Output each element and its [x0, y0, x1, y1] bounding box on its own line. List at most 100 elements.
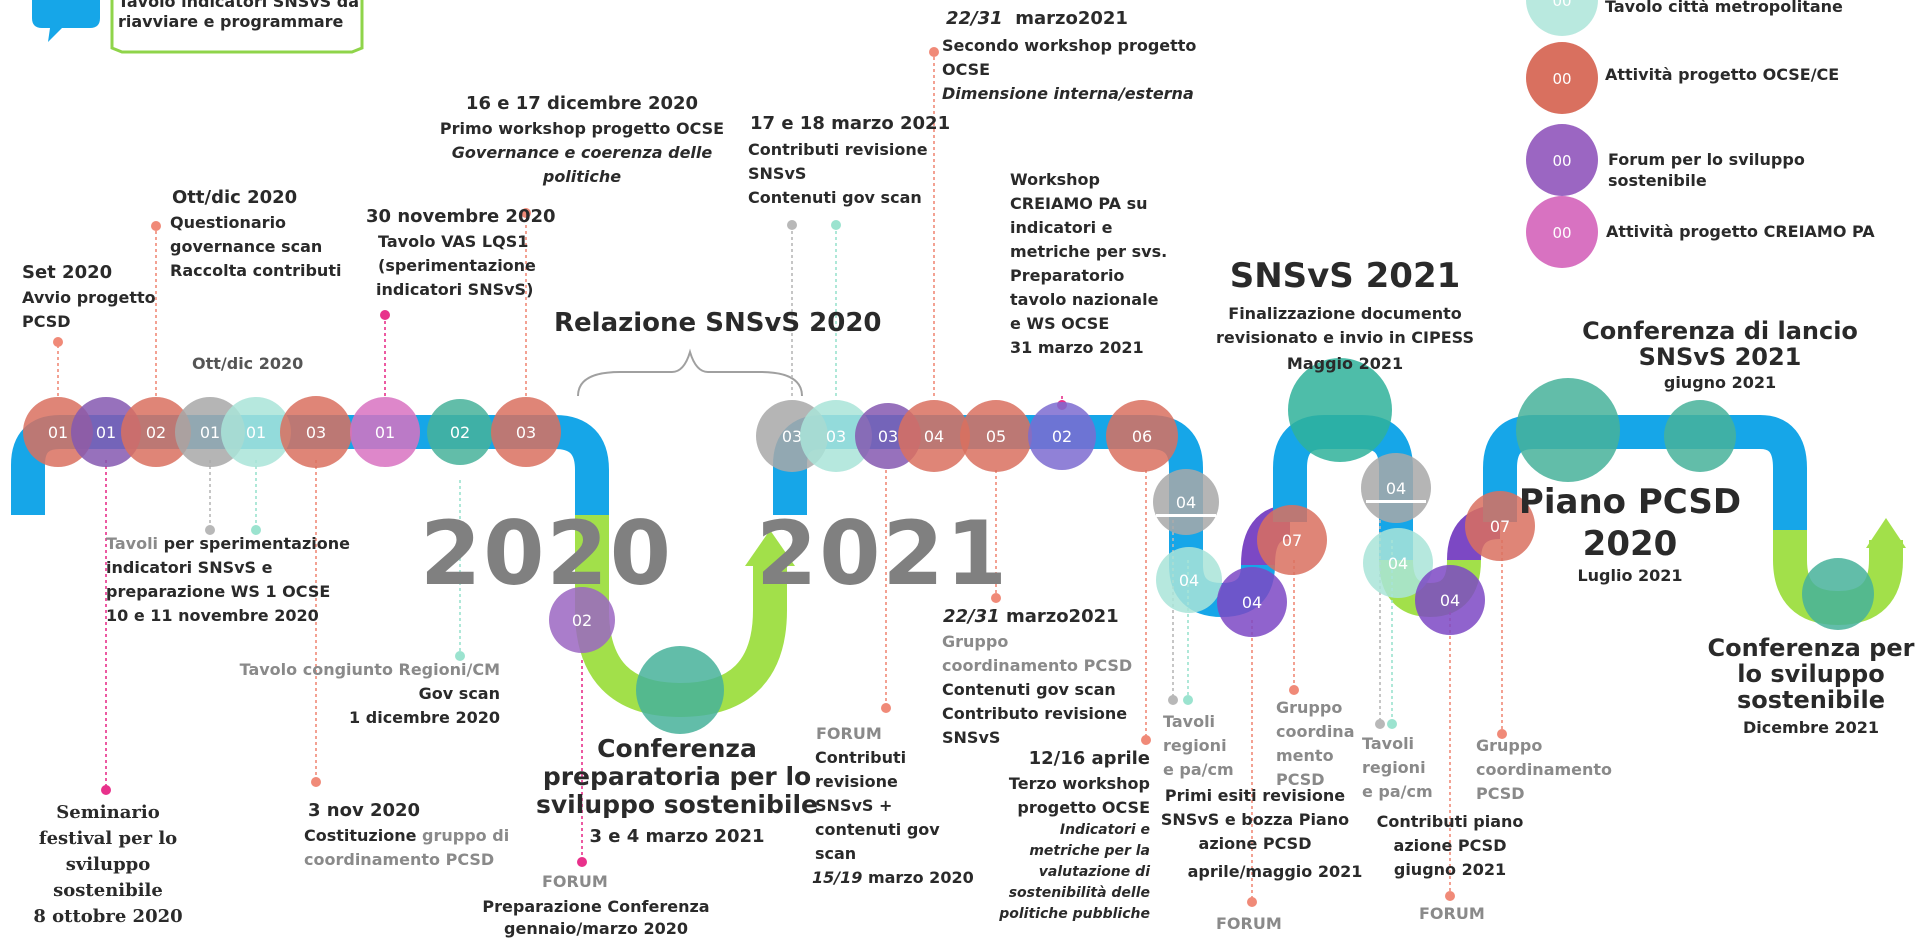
gruppo-a-l4: PCSD	[1276, 770, 1325, 789]
connector-lines	[53, 47, 1507, 907]
node-label: 01	[200, 423, 220, 442]
timeline-node: 02	[121, 397, 191, 467]
seminario-l1: Seminario	[56, 802, 160, 823]
timeline-node: 04	[1156, 547, 1222, 613]
tavreg-a-l3: e pa/cm	[1163, 760, 1234, 779]
gruppo-a-l2: coordina	[1276, 722, 1355, 741]
timeline-node: 04	[1217, 567, 1287, 637]
seminario-l5: 8 ottobre 2020	[33, 906, 183, 927]
connector-dot	[787, 220, 797, 230]
timeline-node: 02	[427, 399, 493, 465]
apr1216-l4: metriche per la	[1029, 843, 1150, 859]
set2020-l1: Avvio progetto	[22, 288, 156, 307]
ottdic-b: Ott/dic 2020	[192, 354, 304, 373]
apr1216-l2: progetto OCSE	[1017, 798, 1150, 817]
tavreg-a-l1: Tavoli	[1163, 712, 1216, 731]
forum-prep-l3: gennaio/marzo 2020	[504, 919, 688, 938]
nov30-l3: indicatori SNSvS)	[376, 280, 534, 299]
connector-dot	[1497, 729, 1507, 739]
forum-a: FORUM	[1216, 914, 1282, 933]
node-label: 04	[924, 427, 944, 446]
year-2021: 2021	[756, 502, 1009, 605]
ottdic-a-date: Ott/dic 2020	[172, 187, 298, 208]
congiunto-l1: Tavolo congiunto Regioni/CM	[239, 660, 500, 679]
creiamo-l7: e WS OCSE	[1010, 314, 1110, 333]
node-label: 03	[782, 427, 802, 446]
notice-bracket	[110, 0, 364, 54]
mar2231-top-date-b: marzo2021	[1015, 8, 1128, 29]
set2020-date: Set 2020	[22, 262, 113, 283]
confsvil-l2: lo sviluppo	[1737, 660, 1885, 688]
mar2231-bot-l5: SNSvS	[942, 728, 1001, 747]
gruppo-b-l1: Gruppo	[1476, 736, 1543, 755]
connector-dot	[1445, 891, 1455, 901]
timeline-node: 04	[1415, 565, 1485, 635]
forum-b: FORUM	[1419, 904, 1485, 923]
node-circle	[71, 397, 141, 467]
connector-dot	[380, 310, 390, 320]
confprep-l2: preparatoria per lo	[542, 762, 812, 791]
connector-dot	[53, 337, 63, 347]
milestone-circle	[1802, 558, 1874, 630]
legend-number: 00	[1552, 70, 1571, 88]
timeline-node: 03	[280, 396, 352, 468]
creiamo-l1: Workshop	[1010, 170, 1100, 189]
arrow-head-u	[745, 530, 795, 566]
legend-number: 00	[1552, 152, 1571, 170]
pcsd-l2: 2020	[1582, 524, 1678, 564]
node-circle	[350, 397, 420, 467]
node-circle	[1465, 491, 1535, 561]
connector-dot	[1387, 719, 1397, 729]
node-label: 03	[516, 423, 536, 442]
gruppo-b-l2: coordinamento	[1476, 760, 1613, 779]
tavoli-l4: 10 e 11 novembre 2020	[106, 606, 319, 625]
pcsd-l1: Piano PCSD	[1518, 482, 1742, 522]
primi-l1: Primi esiti revisione	[1164, 786, 1346, 805]
connector-dot	[1289, 685, 1299, 695]
gruppo-a-l3: mento	[1276, 746, 1334, 765]
legend-label-creiamo: Attività progetto CREIAMO PA	[1606, 222, 1875, 241]
node-circle	[1415, 565, 1485, 635]
set2020-l2: PCSD	[22, 312, 71, 331]
ottdic-a-l3: Raccolta contributi	[170, 261, 342, 280]
mar1718-l3: Contenuti gov scan	[748, 188, 922, 207]
dic1617-date: 16 e 17 dicembre 2020	[465, 93, 699, 114]
node-circle	[960, 400, 1032, 472]
dic1617-l2: Governance e coerenza delle	[451, 143, 713, 162]
notice-callout	[32, 0, 364, 54]
legend-number: 00	[1552, 224, 1571, 242]
forum-contrib-l5: contenuti gov	[815, 820, 940, 839]
legend-swatch	[1526, 196, 1598, 268]
snsvs2021-l2: revisionato e invio in CIPESS	[1216, 328, 1474, 347]
legend-swatch	[1526, 124, 1598, 196]
connector-dot	[991, 593, 1001, 603]
tavoli-l3: preparazione WS 1 OCSE	[106, 582, 331, 601]
apr1216-l1: Terzo workshop	[1008, 774, 1150, 793]
node-label: 04	[1388, 554, 1408, 573]
node-label: 04	[1386, 479, 1406, 498]
node-circle	[1156, 547, 1222, 613]
mar2231-top-l3: Dimensione interna/esterna	[942, 84, 1194, 103]
tavreg-b-l2: regioni	[1362, 758, 1426, 777]
snsvs2021-title: SNSvS 2021	[1229, 256, 1461, 296]
forum-contrib-l4: SNSvS +	[815, 796, 893, 815]
confprep-l3: sviluppo sostenibile	[536, 790, 818, 819]
timeline-node: 01	[71, 397, 141, 467]
node-label: 01	[96, 423, 116, 442]
seminario-l3: sviluppo	[65, 854, 151, 875]
milestone-circle	[1288, 358, 1392, 462]
timeline-node: 06	[1106, 400, 1178, 472]
node-circle	[491, 397, 561, 467]
legend-swatch	[1526, 42, 1598, 114]
lancio-l2: SNSvS 2021	[1638, 343, 1802, 371]
confprep-l4: 3 e 4 marzo 2021	[589, 826, 765, 847]
timeline-node: 01	[221, 397, 291, 467]
forum-prep-l1: FORUM	[542, 872, 608, 891]
connector-dot	[251, 525, 261, 535]
forum-contrib-l7b: marzo 2020	[862, 868, 974, 887]
confsvil-l3: sostenibile	[1736, 686, 1886, 714]
node-divider	[1156, 514, 1216, 517]
snsvs2021-l3: Maggio 2021	[1286, 354, 1404, 373]
node-circle	[427, 399, 493, 465]
